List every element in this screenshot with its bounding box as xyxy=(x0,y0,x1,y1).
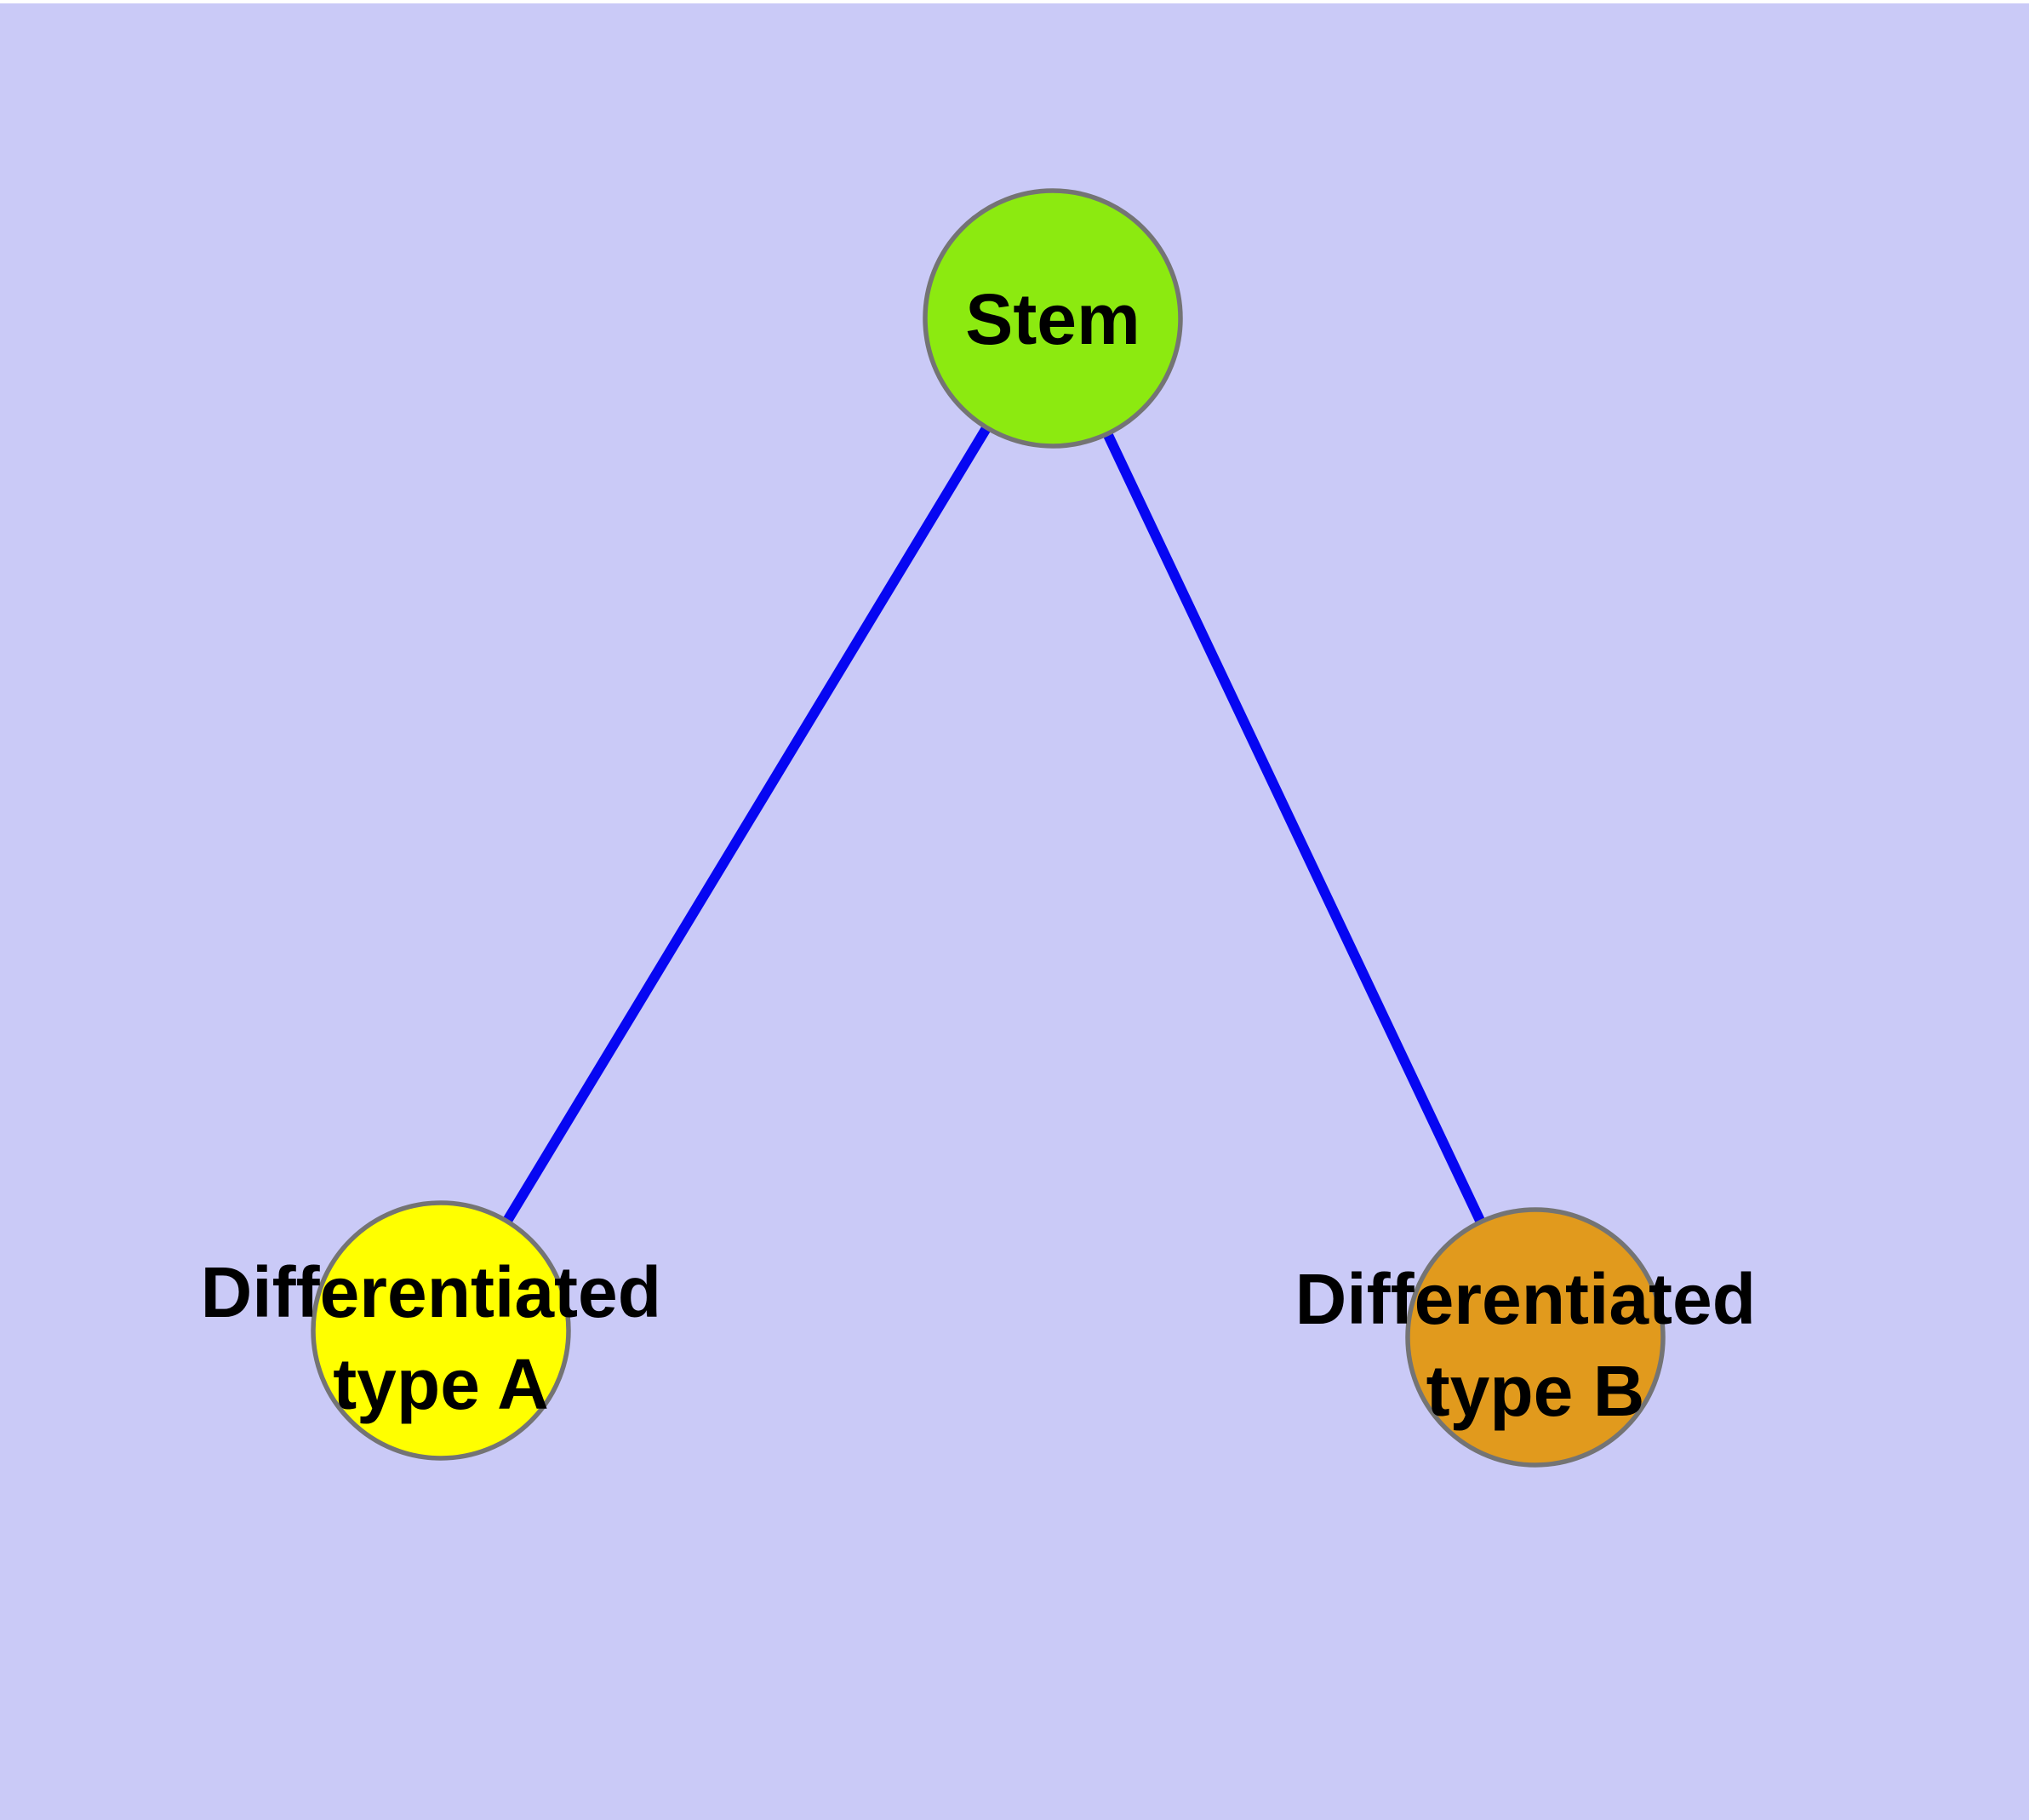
node-stem-circle xyxy=(923,188,1183,449)
node-type-b-label: Differentiated type B xyxy=(1295,1259,1776,1431)
node-stem-label: Stem xyxy=(965,279,1140,359)
label-line: type A xyxy=(333,1344,549,1424)
edge-stem-to-type-a xyxy=(436,315,1058,1334)
node-type-a-circle xyxy=(311,1200,571,1461)
label-line: Differentiated xyxy=(201,1252,661,1332)
label-line: Stem xyxy=(965,279,1140,359)
node-type-a-label: Differentiated type A xyxy=(201,1252,682,1424)
label-line: type B xyxy=(1426,1351,1645,1431)
edge-stem-to-type-b xyxy=(1048,316,1540,1340)
node-type-b-circle xyxy=(1405,1207,1666,1468)
label-line: Differentiated xyxy=(1295,1259,1756,1339)
